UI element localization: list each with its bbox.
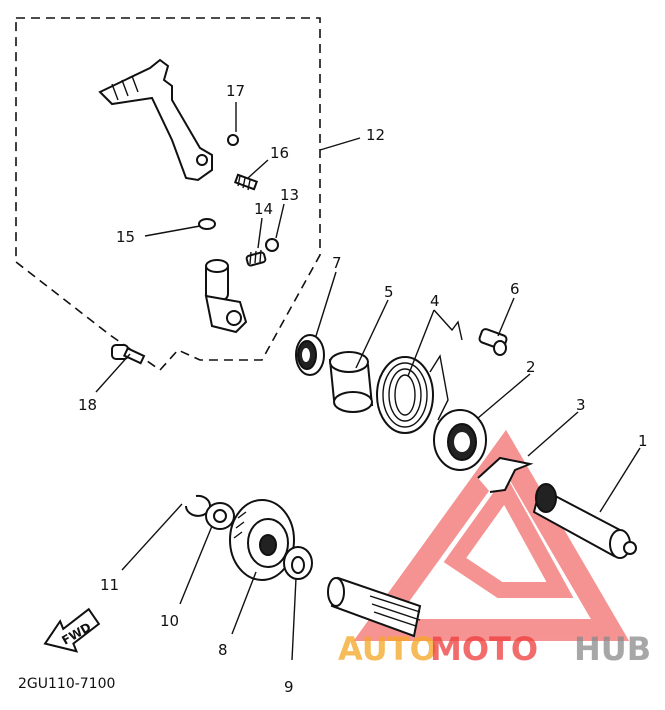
kick-boss (204, 259, 248, 334)
part-3-clip (477, 456, 534, 493)
part-5-sleeve (328, 351, 374, 413)
leader-lines (95, 102, 641, 661)
part-1-axle (532, 483, 637, 559)
label-part-2: 2 (526, 358, 536, 376)
label-part-9: 9 (284, 678, 294, 696)
label-part-1: 1 (638, 432, 648, 450)
label-part-15: 15 (116, 228, 135, 246)
drawing-code: 2GU110-7100 (18, 676, 115, 692)
part-9-washer (283, 546, 313, 580)
watermark-logo (353, 429, 630, 641)
label-part-17: 17 (226, 82, 245, 100)
part-17-ball (227, 134, 239, 146)
part-16-bolt (233, 173, 259, 191)
fwd-arrow-icon: FWD (43, 607, 101, 653)
watermark-hub: HUB (574, 630, 651, 668)
label-part-4: 4 (430, 292, 440, 310)
label-part-16: 16 (270, 144, 289, 162)
label-part-8: 8 (218, 641, 228, 659)
part-4-spring (376, 354, 449, 434)
label-part-14: 14 (254, 200, 273, 218)
watermark-text: AUTO MOTO HUB (338, 630, 651, 668)
label-part-12: 12 (366, 126, 385, 144)
part-14-spring (245, 249, 267, 267)
label-part-11: 11 (100, 576, 119, 594)
label-part-5: 5 (384, 283, 394, 301)
part-7-bearing (295, 334, 325, 376)
part-13-ball (265, 238, 279, 252)
part-2-ratchet (433, 409, 487, 471)
part-6-pin (478, 328, 508, 356)
part-10-washer (205, 502, 235, 530)
part-8-gear (229, 499, 295, 581)
watermark-moto: MOTO (430, 630, 538, 668)
part-18-bolt (111, 344, 146, 365)
label-part-10: 10 (160, 612, 179, 630)
part-15-ball (198, 218, 216, 230)
label-part-18: 18 (78, 396, 97, 414)
shaft (327, 576, 422, 638)
label-part-13: 13 (280, 186, 299, 204)
label-part-6: 6 (510, 280, 520, 298)
watermark-auto: AUTO (338, 630, 437, 668)
label-part-3: 3 (576, 396, 586, 414)
kick-lever (98, 58, 213, 182)
label-part-7: 7 (332, 254, 342, 272)
assembly-boundary (15, 17, 321, 372)
